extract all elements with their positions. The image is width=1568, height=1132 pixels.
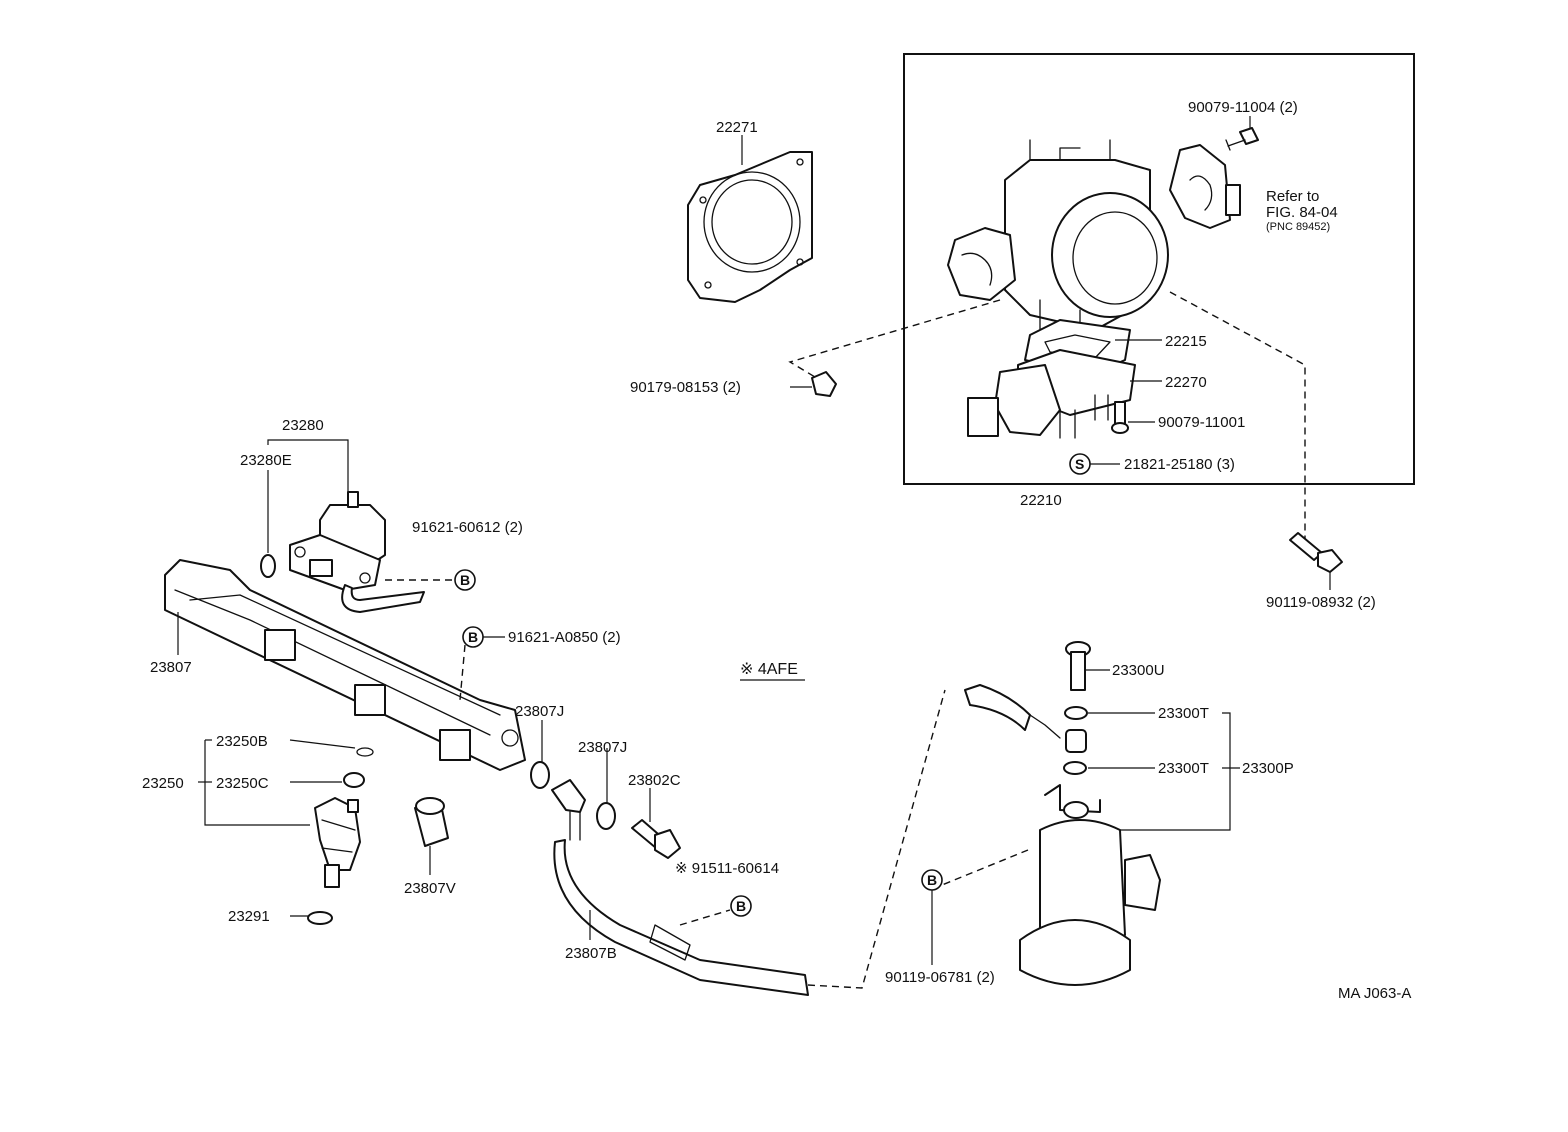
label-22210: 22210 [1020,492,1062,509]
gasket-23300t-b [1063,761,1087,775]
label-91511-60614: ※ 91511-60614 [675,860,779,877]
label-90079-11001: 90079-11001 [1158,414,1245,431]
injector-23250 [314,797,361,888]
label-23807: 23807 [150,659,192,676]
o-ring-23250b [356,747,374,757]
label-22271: 22271 [716,119,758,136]
label-90079-11004: 90079-11004 (2) [1188,99,1298,116]
label-22215: 22215 [1165,333,1207,350]
marker-b-1: B [460,572,470,588]
label-23250b: 23250B [216,733,268,750]
label-23807v: 23807V [404,880,456,897]
marker-s: S [1075,456,1084,472]
label-23300t-a: 23300T [1158,705,1209,722]
label-21821-25180: 21821-25180 (3) [1124,456,1235,473]
pressure-regulator-23280 [289,491,425,613]
label-90179-08153: 90179-08153 (2) [630,379,741,396]
label-23802c: 23802C [628,772,681,789]
screw-90079-11001 [1111,401,1129,434]
grommet-23250c [343,772,365,788]
marker-b-3: B [736,898,746,914]
label-23280e: 23280E [240,452,292,469]
throttle-body-box [903,53,1415,485]
label-91621-a0850: 91621-A0850 (2) [508,629,621,646]
label-23807j-a: 23807J [515,703,564,720]
label-23300u: 23300U [1112,662,1165,679]
label-23807j-b: 23807J [578,739,627,756]
o-ring-23280e [260,554,276,578]
bolt-23300u [1065,641,1091,691]
bolt-90079-11004 [1225,127,1259,151]
label-23300t-b: 23300T [1158,760,1209,777]
label-22270: 22270 [1165,374,1207,391]
insulator-23291 [307,911,333,925]
fuel-inlet-hose [964,684,1087,753]
label-23291: 23291 [228,908,270,925]
label-pnc: (PNC 89452) [1266,221,1330,233]
label-23250c: 23250C [216,775,269,792]
label-23807b: 23807B [565,945,617,962]
throttle-body [947,139,1169,331]
fuel-rail-23807 [164,559,526,771]
label-4afe-note: ※ 4AFE [740,661,798,678]
label-90119-08932: 90119-08932 (2) [1266,594,1376,611]
bolt-90119-08932 [1289,532,1343,573]
gasket-23300t-a [1064,706,1088,720]
collar-90179-08153 [811,371,837,397]
label-fig-84-04: FIG. 84-04 [1266,204,1338,221]
label-23250: 23250 [142,775,184,792]
throttle-position-sensor [1169,144,1241,229]
gasket-23807j-b [596,802,616,830]
label-90119-06781: 90119-06781 (2) [885,969,995,986]
marker-b-2: B [468,629,478,645]
label-ref-code: MA J063-A [1338,985,1411,1002]
fuel-filter-23300p [1019,784,1161,986]
insulator-23807v [414,797,449,847]
label-refer-to: Refer to [1266,188,1319,205]
gasket-23807j-a [530,761,550,789]
marker-b-4: B [927,872,937,888]
label-23280: 23280 [282,417,324,434]
gasket-22271 [687,151,813,303]
label-23300p: 23300P [1242,760,1294,777]
label-91621-60612: 91621-60612 (2) [412,519,523,536]
union-bolt-23802c [631,819,681,859]
fuel-hose-23807b [551,779,809,996]
spacer-22270 [967,349,1136,439]
